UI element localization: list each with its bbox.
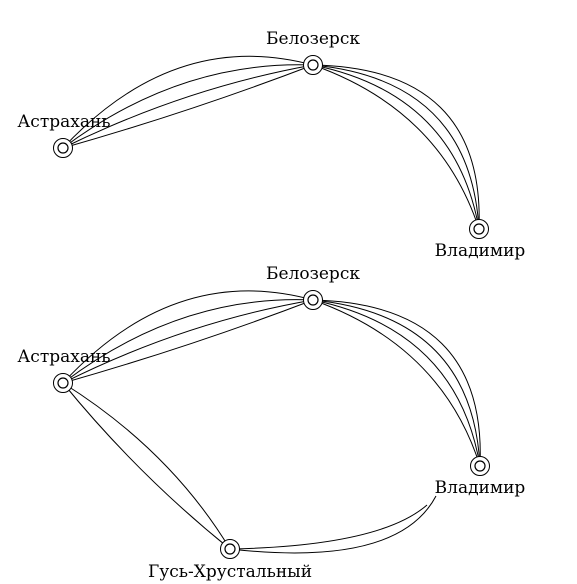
edge-belozersk-vladimir <box>312 64 480 230</box>
node-label-astrakhan: Астрахань <box>17 347 110 367</box>
node-belozersk <box>303 290 323 310</box>
node-label-astrakhan: Астрахань <box>17 112 110 132</box>
node-astrakhan <box>53 138 73 158</box>
edge-belozersk-vladimir <box>312 64 480 230</box>
diagram-2-edges <box>62 290 481 554</box>
node-astrakhan <box>53 373 73 393</box>
edge-belozersk-vladimir <box>312 299 481 467</box>
edge-belozersk-vladimir <box>312 64 480 230</box>
edge-astrakhan-belozersk <box>62 299 314 384</box>
diagram-2-labels: Астрахань Белозерск Владимир Гусь-Хруста… <box>17 264 525 582</box>
edge-astrakhan-belozersk <box>62 64 314 149</box>
edge-astrakhan-belozersk <box>62 64 314 149</box>
node-label-gus: Гусь-Хрустальный <box>148 562 312 582</box>
edge-astrakhan-gus <box>62 382 231 550</box>
node-gus <box>220 539 240 559</box>
edge-belozersk-vladimir <box>312 299 481 467</box>
node-vladimir <box>469 219 489 239</box>
diagram-1-labels: Астрахань Белозерск Владимир <box>17 29 525 261</box>
edge-astrakhan-gus <box>62 382 231 550</box>
node-label-belozersk: Белозерск <box>266 29 360 49</box>
edge-gus-vladimir <box>229 504 428 550</box>
diagram-1: Астрахань Белозерск Владимир <box>17 29 525 261</box>
diagram-2: Астрахань Белозерск Владимир Гусь-Хруста… <box>17 264 525 582</box>
edge-astrakhan-belozersk <box>62 299 314 384</box>
node-label-vladimir: Владимир <box>435 241 526 261</box>
node-vladimir <box>470 456 490 476</box>
edge-gus-vladimir <box>229 495 437 554</box>
node-label-belozersk: Белозерск <box>266 264 360 284</box>
node-belozersk <box>303 55 323 75</box>
edge-belozersk-vladimir <box>312 64 480 230</box>
edge-astrakhan-belozersk <box>62 55 314 149</box>
edge-astrakhan-belozersk <box>62 64 314 149</box>
diagram-1-nodes <box>53 55 489 239</box>
edge-astrakhan-belozersk <box>62 299 314 384</box>
edge-belozersk-vladimir <box>312 299 481 467</box>
node-label-vladimir: Владимир <box>435 478 526 498</box>
diagram-1-edges <box>62 55 480 230</box>
diagram-2-nodes <box>53 290 490 559</box>
edge-belozersk-vladimir <box>312 299 481 467</box>
edge-astrakhan-belozersk <box>62 290 314 384</box>
